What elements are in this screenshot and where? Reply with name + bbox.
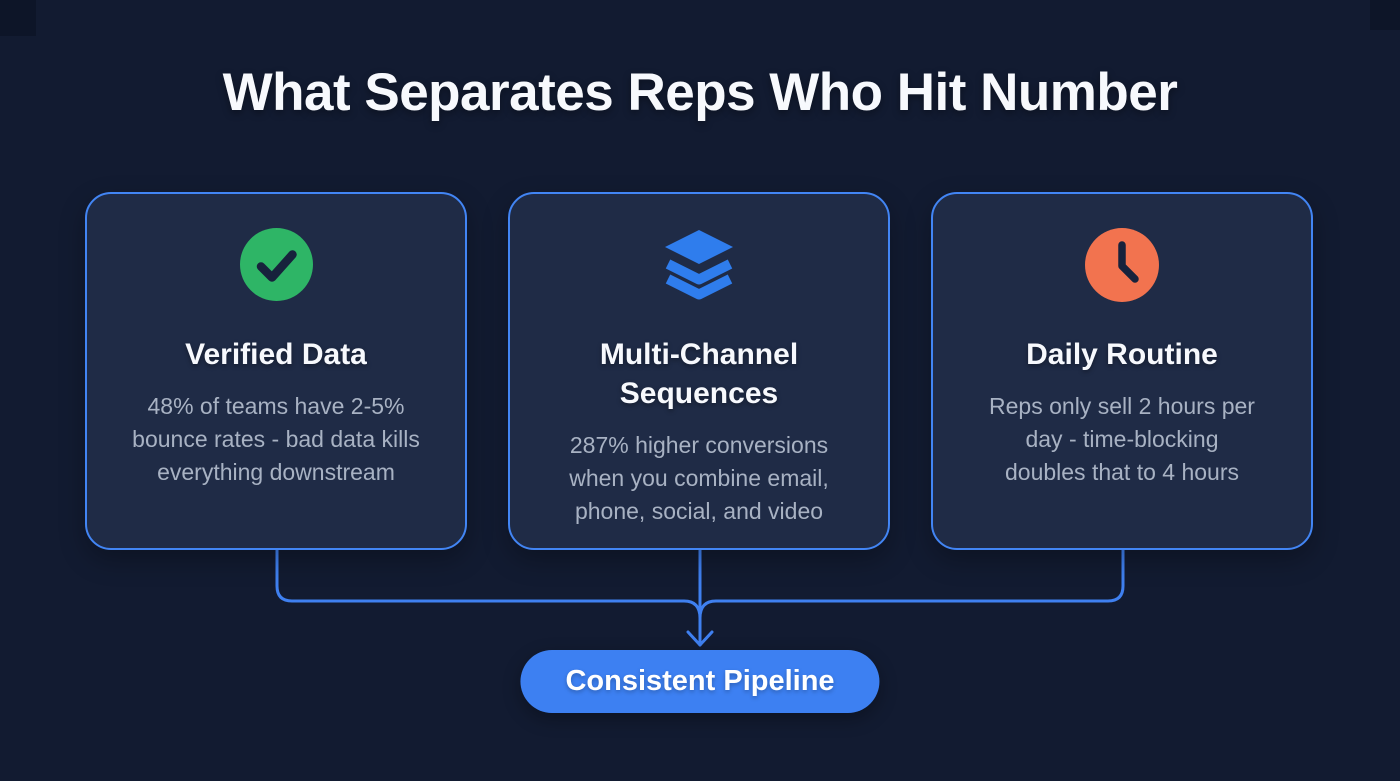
card-body: 287% higher conversions when you combine… (569, 432, 829, 524)
card-verified-data: Verified Data 48% of teams have 2-5% bou… (85, 192, 467, 550)
consistent-pipeline-label: Consistent Pipeline (565, 665, 835, 697)
card-icon-wrap (239, 228, 313, 306)
card-title: Multi-Channel Sequences (599, 338, 799, 410)
corner-shade-top-left (0, 0, 36, 36)
layers-icon (658, 227, 740, 308)
cards-row: Verified Data 48% of teams have 2-5% bou… (85, 192, 1315, 550)
corner-shade-top-right (1370, 0, 1400, 30)
card-icon-wrap (1085, 227, 1159, 307)
consistent-pipeline-node: Consistent Pipeline (520, 650, 880, 713)
card-icon-wrap (658, 229, 740, 305)
check-circle-icon (239, 228, 313, 306)
card-daily-routine: Daily Routine Reps only sell 2 hours per… (931, 192, 1313, 550)
arrow-down-icon (686, 630, 714, 647)
card-body: 48% of teams have 2-5% bounce rates - ba… (132, 393, 420, 485)
card-body: Reps only sell 2 hours per day - time-bl… (989, 393, 1255, 485)
clock-icon (1085, 227, 1159, 307)
card-multi-channel-sequences: Multi-Channel Sequences 287% higher conv… (508, 192, 890, 550)
connector-left-branch (275, 546, 702, 620)
card-title: Daily Routine (1026, 338, 1218, 371)
page-title: What Separates Reps Who Hit Number (222, 63, 1178, 122)
connector-right-branch (698, 546, 1125, 620)
card-title: Verified Data (185, 338, 367, 371)
